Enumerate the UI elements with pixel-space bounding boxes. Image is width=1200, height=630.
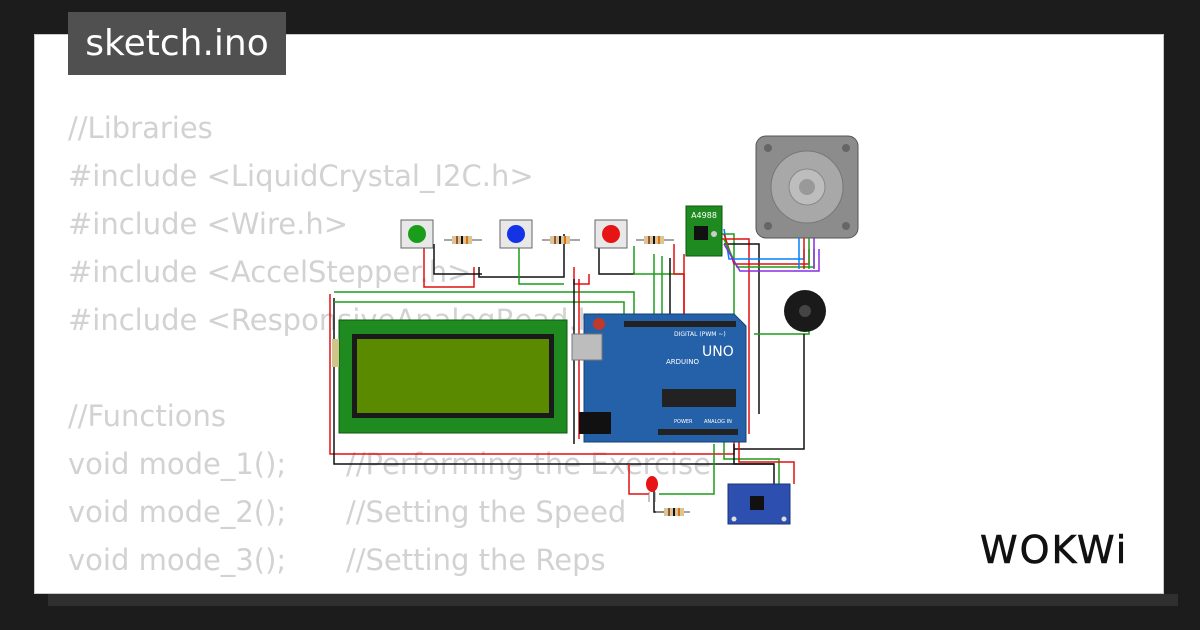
file-tab[interactable]: sketch.ino [68,12,286,75]
code-line: #include <Wire.h> [68,207,349,241]
power-jack-icon [579,412,611,434]
code-line: #include <LiquidCrystal_I2C.h> [68,159,534,193]
lcd-display[interactable] [332,319,568,434]
wire [334,291,635,317]
function-decl: void mode_3(); [68,543,287,577]
code-line: //Functions [68,399,226,433]
function-decl: void mode_1(); [68,447,287,481]
wire [720,238,750,434]
code-listing: //Libraries #include <LiquidCrystal_I2C.… [68,104,711,594]
wire [423,235,475,288]
project-card[interactable]: //Libraries #include <LiquidCrystal_I2C.… [34,34,1164,594]
resistor [444,236,482,244]
card-shadow [48,594,1178,606]
wire [478,234,565,278]
wire [518,235,564,285]
pushbutton-blue[interactable] [499,219,533,249]
wire [723,238,815,268]
wire [433,244,482,275]
resistor [656,508,690,516]
power-label: POWER [674,419,693,425]
resistor [542,236,580,244]
board-model-label: UNO [702,344,734,360]
wire [738,439,795,484]
resistor [636,236,674,244]
wire [334,301,625,317]
wire [734,334,805,450]
red-led[interactable] [646,476,658,502]
function-comment: //Setting the Reps [346,543,606,577]
board-brand-label: ARDUINO [666,358,699,366]
analog-label: ANALOG IN [704,419,732,425]
usb-port-icon [571,333,603,361]
wire [573,267,590,285]
circuit-diagram: A4988 [329,135,859,525]
wire [633,246,684,275]
code-line: void mode_2(); //Setting the Speed [68,488,711,536]
function-comment: //Setting the Speed [346,495,627,529]
stepper-driver-a4988[interactable]: A4988 [685,205,723,257]
driver-label: A4988 [691,211,717,220]
wire [723,243,820,272]
code-line: #include <AccelStepper.h> [68,255,472,289]
imu-sensor-module[interactable] [727,483,791,525]
brand-logo: WOKWi [980,528,1128,572]
function-decl: void mode_2(); [68,495,287,529]
pushbutton-red[interactable] [594,219,628,249]
wire [628,464,649,495]
code-line-cut: void mode_4(); //Resting the Angle [68,584,711,594]
arduino-uno-board[interactable]: DIGITAL (PWM ~) UNO ARDUINO POWER ANALOG… [571,313,747,443]
board-pins-label: DIGITAL (PWM ~) [674,331,726,338]
wire [724,243,760,414]
pushbutton-green[interactable] [400,219,434,249]
code-line: void mode_3(); //Setting the Reps [68,536,711,584]
buzzer[interactable] [784,290,826,332]
wire [659,444,715,495]
wokwi-logo-icon: WOKWi [980,528,1128,573]
wire [733,444,775,484]
wire [723,434,780,484]
wire [673,244,685,314]
stepper-motor[interactable] [755,135,859,269]
code-line: //Libraries [68,111,213,145]
